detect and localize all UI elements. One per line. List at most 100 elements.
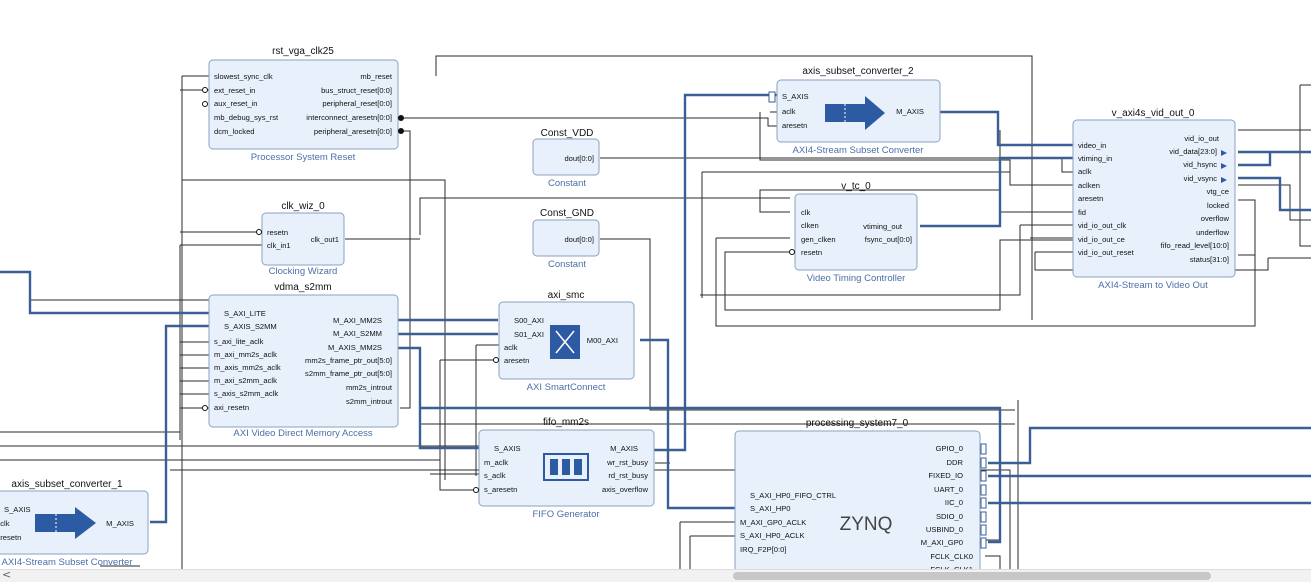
block-axis-subset-converter-2[interactable]: axis_subset_converter_2 S_AXIS aclk ares… — [768, 66, 941, 156]
port-label: aux_reset_in — [214, 99, 257, 108]
port-label: clken — [801, 221, 819, 230]
block-v-tc-0[interactable]: v_tc_0 clk clken gen_clken resetn vtimin… — [789, 181, 918, 284]
port-label: overflow — [1201, 214, 1230, 223]
block-vdma-s2mm[interactable]: vdma_s2mm S_AXI_LITE S_AXIS_S2MM s_axi_l… — [202, 282, 399, 439]
block-title: clk_wiz_0 — [281, 201, 325, 212]
port-label: slowest_sync_clk — [214, 72, 273, 81]
block-processing-system7-0[interactable]: processing_system7_0 S_AXI_HP0_FIFO_CTRL… — [734, 418, 987, 582]
port-label: s_aclk — [484, 471, 506, 480]
block-fifo-mm2s[interactable]: fifo_mm2s S_AXIS m_aclk s_aclk s_aresetn… — [473, 417, 655, 520]
block-axi-smc[interactable]: axi_smc S00_AXI S01_AXI aclk aresetn M00… — [493, 290, 635, 393]
port-label: S_AXI_LITE — [224, 309, 266, 318]
port-label: S_AXIS — [4, 505, 31, 514]
port-label: fifo_read_level[10:0] — [1161, 241, 1229, 250]
port-label: vid_hsync — [1183, 160, 1217, 169]
port-label: USBIND_0 — [926, 525, 963, 534]
port-label: UART_0 — [934, 485, 963, 494]
port-label: underflow — [1196, 228, 1229, 237]
fifo-icon — [543, 453, 589, 481]
port-label: interconnect_aresetn[0:0] — [306, 113, 392, 122]
port-label: status[31:0] — [1190, 255, 1229, 264]
block-const-gnd[interactable]: Const_GND dout[0:0] Constant — [532, 208, 600, 270]
axis-converter-icon — [35, 507, 96, 539]
port-label: resetn — [801, 248, 822, 257]
block-title: processing_system7_0 — [806, 418, 909, 429]
port-label: vid_io_out_reset — [1078, 248, 1135, 257]
port-label: gen_clken — [801, 235, 836, 244]
port-label: S_AXIS — [494, 444, 521, 453]
port-label: S_AXIS — [782, 92, 809, 101]
port-label: IIC_0 — [945, 498, 963, 507]
port-label: aresetn — [782, 121, 807, 130]
port-label: s_axis_s2mm_aclk — [214, 389, 278, 398]
block-title: axis_subset_converter_1 — [11, 479, 123, 490]
block-subtitle: AXI4-Stream Subset Converter — [2, 557, 133, 568]
port-label: s_aresetn — [484, 485, 517, 494]
port-label: s2mm_frame_ptr_out[5:0] — [305, 369, 392, 378]
block-axis-subset-converter-1[interactable]: axis_subset_converter_1 S_AXIS aclk ares… — [0, 479, 149, 568]
port-label: bus_struct_reset[0:0] — [321, 86, 392, 95]
port-label: S01_AXI — [514, 330, 544, 339]
port-label: wr_rst_busy — [606, 458, 648, 467]
zynq-logo: ZYNQ — [840, 514, 893, 535]
port-label: vid_io_out_ce — [1078, 235, 1125, 244]
port-label: aclk — [782, 107, 796, 116]
port-label: mm2s_introut — [346, 383, 393, 392]
block-const-vdd[interactable]: Const_VDD dout[0:0] Constant — [532, 128, 600, 189]
block-rst-vga-clk25[interactable]: rst_vga_clk25 slowest_sync_clk ext_reset… — [202, 46, 405, 163]
block-title: vdma_s2mm — [274, 282, 331, 293]
port-label: M_AXIS — [896, 107, 924, 116]
port-label: S_AXIS_S2MM — [224, 322, 277, 331]
port-label: aresetn — [1078, 194, 1103, 203]
port-label: aclk — [1078, 167, 1092, 176]
port-label: locked — [1207, 201, 1229, 210]
port-label: GPIO_0 — [936, 444, 963, 453]
port-label: aclk — [504, 343, 518, 352]
scroll-left-arrow-icon[interactable]: < — [2, 568, 12, 581]
port-label: vtiming_in — [1078, 154, 1112, 163]
port-label: vid_io_out — [1184, 134, 1220, 143]
port-label: aresetn — [504, 356, 529, 365]
block-subtitle: Clocking Wizard — [269, 266, 338, 277]
port-label: axi_resetn — [214, 403, 249, 412]
block-title: axi_smc — [548, 290, 585, 301]
port-label: vid_data[23:0] — [1169, 147, 1217, 156]
block-title: Const_GND — [540, 208, 594, 219]
port-label: clk — [801, 208, 810, 217]
port-label: m_aclk — [484, 458, 508, 467]
port-label: M00_AXI — [587, 336, 618, 345]
port-label: DDR — [947, 458, 964, 467]
port-label: resetn — [267, 228, 288, 237]
port-label: M_AXIS_MM2S — [328, 343, 382, 352]
arrow-output-icons — [1221, 150, 1227, 183]
port-label: SDIO_0 — [936, 512, 963, 521]
bus-connections — [0, 93, 1311, 544]
port-label: vid_io_out_clk — [1078, 221, 1126, 230]
horizontal-scrollbar[interactable]: < — [0, 568, 1311, 582]
port-label: S_AXI_HP0_ACLK — [740, 531, 805, 540]
block-title: Const_VDD — [541, 128, 594, 139]
port-label: clk_out1 — [311, 235, 339, 244]
block-title: v_tc_0 — [841, 181, 871, 192]
port-label: s2mm_introut — [346, 397, 393, 406]
block-v-axi4s-vid-out-0[interactable]: v_axi4s_vid_out_0 video_in vtiming_in ac… — [1072, 108, 1236, 291]
port-label: vtiming_out — [863, 222, 903, 231]
block-subtitle: Processor System Reset — [251, 152, 356, 163]
block-subtitle: Constant — [548, 259, 586, 270]
block-subtitle: AXI Video Direct Memory Access — [233, 428, 372, 439]
axis-converter-icon — [825, 96, 885, 130]
block-clk-wiz-0[interactable]: clk_wiz_0 resetn clk_in1 clk_out1 Clocki… — [256, 201, 345, 277]
block-subtitle: AXI SmartConnect — [527, 382, 606, 393]
port-label: m_axis_mm2s_aclk — [214, 363, 281, 372]
port-label: M_AXIS — [106, 519, 134, 528]
scrollbar-thumb[interactable] — [733, 572, 1211, 580]
block-title: rst_vga_clk25 — [272, 46, 334, 57]
port-label: clk_in1 — [267, 241, 291, 250]
port-label: fsync_out[0:0] — [865, 235, 912, 244]
port-label: M_AXI_S2MM — [333, 329, 382, 338]
port-label: aclk — [0, 519, 10, 528]
port-label: peripheral_reset[0:0] — [322, 99, 392, 108]
port-label: vtg_ce — [1207, 187, 1229, 196]
port-label: mb_debug_sys_rst — [214, 113, 279, 122]
